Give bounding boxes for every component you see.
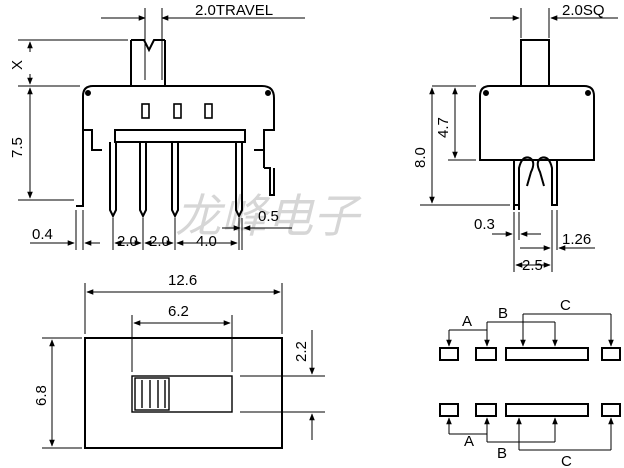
- x-label: X: [9, 60, 26, 70]
- pin-4: [235, 142, 243, 219]
- side-view-labels: 2.0TRAVEL X 7.5 0.4 2.0 2.0 4.0 0.5: [9, 2, 279, 250]
- leg-right: [264, 167, 275, 196]
- slot-length-label: 6.2: [168, 303, 189, 320]
- contact-leaders: [446, 313, 614, 451]
- end-pin-right: [536, 156, 558, 206]
- half-width-label: 2.2: [293, 341, 310, 362]
- body-height-label: 4.7: [435, 117, 452, 138]
- label-a-top: A: [462, 313, 472, 330]
- top-body: [84, 337, 283, 449]
- length-label: 12.6: [168, 272, 197, 289]
- body-outline: [76, 85, 275, 207]
- label-b-bottom: B: [497, 445, 507, 462]
- total-height-label: 8.0: [412, 147, 429, 168]
- actuator: [130, 39, 166, 86]
- label-c-bottom: C: [561, 453, 572, 468]
- pin-3: [171, 142, 179, 219]
- end-body: [479, 85, 595, 161]
- travel-label: 2.0TRAVEL: [195, 2, 273, 19]
- top-slot: [131, 375, 233, 413]
- pitch-3-label: 4.0: [196, 233, 217, 250]
- pin-1-26-label: 1.26: [562, 231, 591, 248]
- contact-labels: A B C A B C: [462, 297, 572, 468]
- width-label: 6.8: [33, 385, 50, 406]
- pad-top-2: [475, 347, 497, 361]
- pin-spacing-label: 2.5: [522, 257, 543, 274]
- label-b-top: B: [498, 305, 508, 322]
- pad-bot-2: [475, 403, 497, 417]
- pin-thickness-label: 0.4: [32, 226, 53, 243]
- end-view: [479, 39, 595, 210]
- pin-width-label: 0.5: [258, 208, 279, 225]
- end-actuator: [520, 39, 550, 87]
- pad-bot-1: [439, 403, 459, 417]
- label-a-bottom: A: [464, 433, 474, 450]
- top-knob: [134, 377, 170, 411]
- actuator-sq-label: 2.0SQ: [562, 2, 605, 19]
- end-pin-left: [513, 156, 535, 206]
- pad-bot-4: [601, 403, 621, 417]
- slot-2: [173, 103, 182, 119]
- end-view-dimensions: [420, 8, 618, 272]
- frame-left: [83, 129, 264, 151]
- base-plate: [114, 129, 246, 143]
- pin-1: [109, 142, 117, 219]
- watermark: 龙峰电子: [175, 189, 362, 243]
- contact-diagram: [439, 347, 621, 417]
- pad-top-1: [439, 347, 459, 361]
- top-view-labels: 12.6 6.2 6.8 2.2: [33, 272, 310, 406]
- slot-3: [204, 103, 213, 119]
- end-view-labels: 2.0SQ 4.7 8.0 0.3 1.26 2.5: [412, 2, 605, 274]
- pitch-1-label: 2.0: [117, 233, 138, 250]
- side-view-dimensions: [18, 8, 305, 250]
- pad-bot-bar: [505, 403, 589, 417]
- pin-0-3-label: 0.3: [474, 216, 495, 233]
- pin-2: [139, 142, 147, 219]
- side-view: [76, 39, 275, 219]
- pad-top-4: [601, 347, 621, 361]
- top-view-dimensions: [42, 283, 325, 449]
- top-view: [84, 337, 283, 449]
- pad-top-bar: [505, 347, 589, 361]
- slot-1: [141, 103, 150, 119]
- height-7-5-label: 7.5: [9, 137, 26, 158]
- pitch-2-label: 2.0: [149, 233, 170, 250]
- label-c-top: C: [560, 297, 571, 314]
